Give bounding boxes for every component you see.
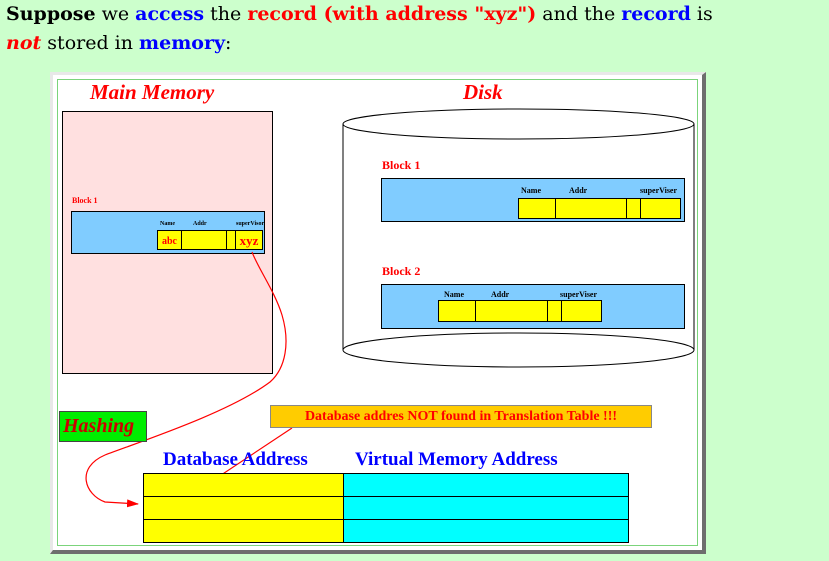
tt-row-1-db-address	[143, 473, 344, 497]
disk-b1-field-superviser	[640, 198, 681, 219]
mm-col-name: Name	[160, 221, 175, 227]
disk-b1-col-addr: Addr	[569, 186, 588, 195]
intro-word-record: record	[621, 3, 691, 25]
disk-block-1-label: Block 1	[382, 158, 421, 172]
tt-row-2-db-address	[143, 496, 344, 520]
intro-text-1: we	[95, 3, 136, 25]
not-found-message: Database addres NOT found in Translation…	[270, 405, 652, 428]
intro-text-4: is	[690, 3, 713, 25]
disk-block-2-label: Block 2	[382, 264, 421, 278]
tt-row-2-vm-address	[343, 496, 629, 520]
intro-text-3: and the	[536, 3, 622, 25]
main-memory-title: Main Memory	[90, 80, 215, 104]
mm-field-supervisor: xyz	[235, 230, 263, 250]
mm-block-label: Block 1	[72, 196, 98, 205]
col-head-database-address: Database Address	[163, 449, 308, 470]
xyz-to-hash-curve	[85, 251, 287, 508]
col-head-virtual-memory-address: Virtual Memory Address	[355, 449, 558, 470]
hashing-label: Hashing	[59, 411, 147, 442]
disk-b1-field-spacer	[626, 198, 641, 219]
disk-b1-field-name	[518, 198, 556, 219]
disk-b2-field-addr	[475, 300, 548, 322]
intro-text-5: stored in	[41, 32, 140, 54]
disk-b2-field-name	[438, 300, 476, 322]
intro-word-memory: memory	[139, 32, 226, 54]
intro-word-suppose: Suppose	[6, 3, 96, 25]
intro-text: Suppose we access the record (with addre…	[6, 0, 826, 58]
intro-word-access: access	[135, 3, 205, 25]
mm-col-addr: Addr	[193, 221, 207, 227]
tt-row-3-vm-address	[343, 519, 629, 543]
tt-row-1-vm-address	[343, 473, 629, 497]
disk-b1-col-name: Name	[521, 186, 541, 195]
disk-title: Disk	[463, 80, 503, 104]
mm-col-supervisor: superVisor	[236, 221, 265, 227]
disk-b2-col-superviser: superViser	[560, 290, 598, 299]
disk-b1-col-superviser: superViser	[640, 186, 678, 195]
disk-b1-field-addr	[555, 198, 627, 219]
tt-row-3-db-address	[143, 519, 344, 543]
disk-b2-col-name: Name	[444, 290, 464, 299]
disk-b2-field-superviser	[561, 300, 602, 322]
disk-b2-field-spacer	[547, 300, 562, 322]
intro-text-6: :	[225, 32, 232, 54]
intro-text-2: the	[204, 3, 248, 25]
disk-b2-col-addr: Addr	[491, 290, 510, 299]
intro-word-not: not	[6, 32, 42, 54]
intro-word-record-address: record (with address "xyz")	[247, 3, 537, 25]
